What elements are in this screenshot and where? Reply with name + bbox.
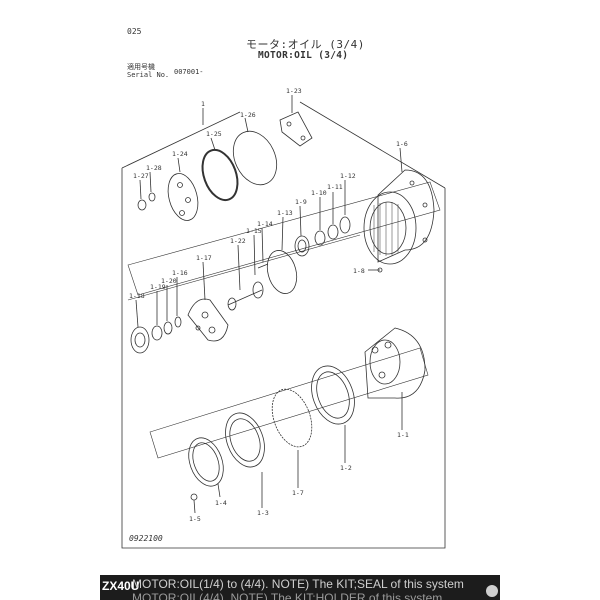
caption-text-line2: MOTOR:OIL(4/4). NOTE) The KIT;HOLDER of … bbox=[132, 591, 443, 600]
part-shim-1-7 bbox=[271, 388, 313, 448]
callout-1-7: 1-7 bbox=[292, 489, 304, 497]
callout-1-13: 1-13 bbox=[277, 209, 293, 217]
callout-1-5: 1-5 bbox=[189, 515, 201, 523]
assembly-tray-upper bbox=[127, 181, 441, 296]
part-ring-1-10 bbox=[314, 230, 326, 246]
diagram-title-japanese: モータ:オイル (3/4) bbox=[246, 38, 365, 51]
callout-1-4: 1-4 bbox=[215, 499, 227, 507]
part-plate-1-24 bbox=[167, 173, 199, 221]
callout-1-2: 1-2 bbox=[340, 464, 352, 472]
assembly-boundary bbox=[121, 101, 446, 549]
part-plug-1-27 bbox=[137, 199, 147, 211]
callout-1-23: 1-23 bbox=[286, 87, 302, 95]
part-pin-1-16 bbox=[174, 316, 182, 328]
part-gear-1-18 bbox=[130, 326, 150, 354]
drawing-code: 0922100 bbox=[129, 534, 163, 543]
callout-1-28: 1-28 bbox=[146, 164, 162, 172]
page-number: 025 bbox=[127, 27, 142, 36]
callout-1-8: 1-8 bbox=[353, 267, 365, 275]
part-hub-1-1 bbox=[364, 327, 426, 399]
part-plate-1-13 bbox=[266, 250, 298, 294]
callout-1-3: 1-3 bbox=[257, 509, 269, 517]
loading-spinner-icon bbox=[486, 585, 498, 597]
callout-1-22: 1-22 bbox=[230, 237, 246, 245]
part-ring-1-11 bbox=[327, 224, 339, 240]
assembly-tray-lower bbox=[149, 347, 429, 459]
part-seal-1-4 bbox=[188, 437, 224, 487]
serial-number-value: 007001- bbox=[174, 68, 204, 76]
part-plate-1-23 bbox=[279, 111, 313, 147]
part-bearing-1-9 bbox=[294, 235, 310, 257]
part-carrier-1-17 bbox=[187, 298, 229, 342]
callout-1-16: 1-16 bbox=[172, 269, 188, 277]
part-bearing-1-19 bbox=[151, 325, 163, 341]
diagram-title-english: MOTOR:OIL (3/4) bbox=[258, 50, 349, 61]
part-o-ring-1-25 bbox=[201, 148, 239, 202]
part-spring-1-14 bbox=[257, 263, 269, 269]
serial-label-japanese: 適用号機 bbox=[127, 63, 155, 71]
callout-1-9: 1-9 bbox=[295, 198, 307, 206]
part-ring-gear-1-2 bbox=[311, 365, 355, 425]
callout-1-17: 1-17 bbox=[196, 254, 212, 262]
callout-1: 1 bbox=[201, 100, 205, 108]
callout-1-15: 1-15 bbox=[246, 227, 262, 235]
callout-1-19: 1-19 bbox=[150, 283, 166, 291]
caption-text-line1: MOTOR:OIL(1/4) to (4/4). NOTE) The KIT;S… bbox=[132, 577, 464, 591]
part-ring-1-20 bbox=[163, 321, 173, 335]
callout-1-20: 1-20 bbox=[161, 277, 177, 285]
serial-label-english: Serial No. bbox=[127, 71, 170, 79]
callout-1-12: 1-12 bbox=[340, 172, 356, 180]
callout-1-6: 1-6 bbox=[396, 140, 408, 148]
callout-1-24: 1-24 bbox=[172, 150, 188, 158]
callout-1-10: 1-10 bbox=[311, 189, 327, 197]
callout-1-18: 1-18 bbox=[129, 292, 145, 300]
part-housing-1-6 bbox=[377, 169, 435, 263]
part-bearing-ring-1-3 bbox=[225, 412, 265, 468]
part-bolt-1-5 bbox=[190, 493, 198, 501]
model-name: ZX40U bbox=[102, 579, 140, 593]
callout-1-25: 1-25 bbox=[206, 130, 222, 138]
part-washer-1-28 bbox=[148, 192, 156, 202]
callout-1-1: 1-1 bbox=[397, 431, 409, 439]
callout-1-14: 1-14 bbox=[257, 220, 273, 228]
callout-1-26: 1-26 bbox=[240, 111, 256, 119]
part-ring-1-12 bbox=[339, 216, 351, 234]
part-o-ring-1-26 bbox=[232, 130, 278, 186]
caption-bar: ZX40U MOTOR:OIL(1/4) to (4/4). NOTE) The… bbox=[100, 575, 500, 600]
callout-1-27: 1-27 bbox=[133, 172, 149, 180]
callout-1-11: 1-11 bbox=[327, 183, 343, 191]
part-shaft-1-22 bbox=[227, 289, 263, 306]
